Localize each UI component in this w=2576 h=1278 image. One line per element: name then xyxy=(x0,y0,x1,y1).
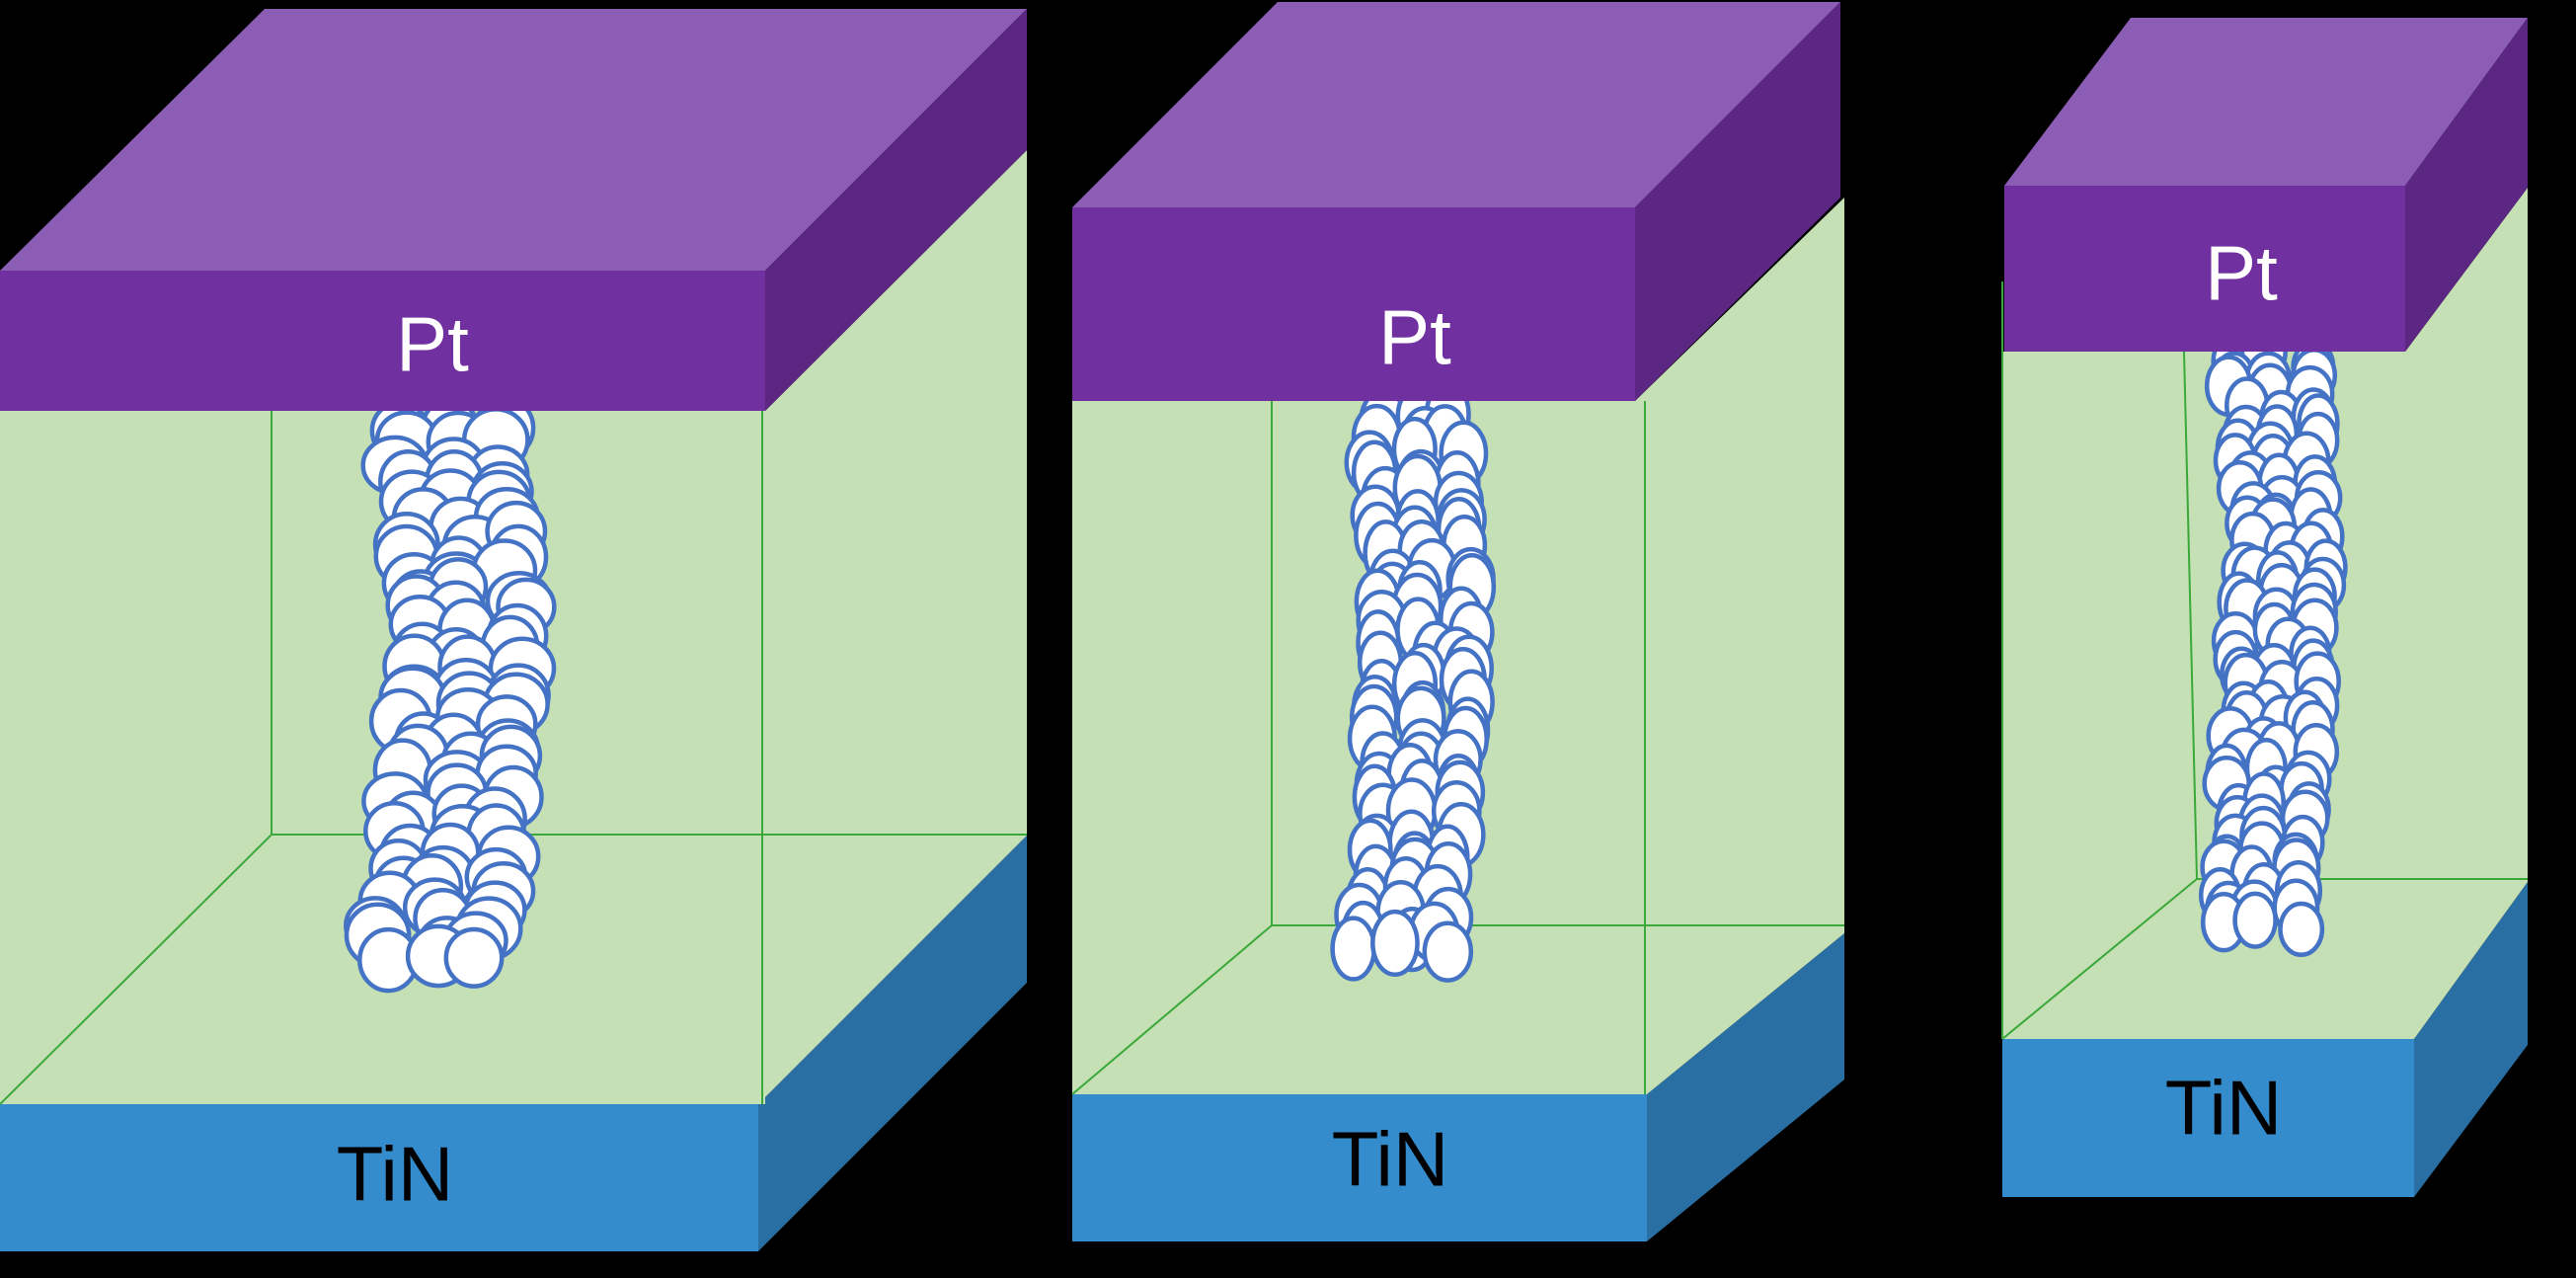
pt-front-face-1 xyxy=(0,271,765,411)
pt-label-2: Pt xyxy=(1378,294,1451,381)
tin-front-face-3 xyxy=(2002,1039,2414,1197)
oxygen-vacancy xyxy=(1370,909,1420,977)
tin-label-3: TiN xyxy=(2165,1065,2282,1152)
pt-side-face-3 xyxy=(2405,18,2528,352)
pt-side-face-1 xyxy=(765,9,1027,411)
pt-top-face-2 xyxy=(1072,2,1840,207)
tin-side-face-3 xyxy=(2414,882,2528,1197)
oxygen-vacancy xyxy=(2278,901,2325,958)
oxide-side-face-1 xyxy=(758,150,1027,1104)
device-cell-1: Pt TiN xyxy=(0,9,1027,1251)
device-cell-3: Pt TiN xyxy=(2001,18,2528,1197)
device-cell-2: Pt TiN xyxy=(1071,2,1844,1241)
filament-3 xyxy=(2198,322,2348,958)
oxygen-vacancy xyxy=(1330,916,1377,982)
oxide-side-face-3 xyxy=(2405,188,2528,1039)
oxygen-vacancy xyxy=(1422,920,1474,983)
filament-1 xyxy=(344,395,557,994)
oxygen-vacancy xyxy=(2232,891,2278,949)
tin-label-2: TiN xyxy=(1332,1116,1448,1203)
tin-side-face-2 xyxy=(1647,933,1844,1241)
oxide-back-edge-v-3 xyxy=(2183,351,2198,880)
oxide-back-edge-d-3 xyxy=(2001,878,2198,1040)
pt-top-face-3 xyxy=(2004,18,2528,186)
pt-label-3: Pt xyxy=(2205,230,2278,317)
tin-front-face-1 xyxy=(0,1104,758,1251)
pt-top-face-1 xyxy=(0,9,1027,271)
tin-side-face-1 xyxy=(758,836,1027,1251)
pt-label-1: Pt xyxy=(396,301,469,388)
pt-front-face-2 xyxy=(1072,207,1635,401)
tin-label-1: TiN xyxy=(337,1131,453,1218)
oxide-back-edge-d-1 xyxy=(0,834,273,1105)
pt-front-face-3 xyxy=(2004,186,2405,352)
oxide-side-face-2 xyxy=(1635,198,1844,1094)
filament-2 xyxy=(1330,380,1497,983)
tin-front-face-2 xyxy=(1072,1094,1647,1241)
oxide-back-edge-d-2 xyxy=(1071,924,1273,1095)
oxygen-vacancy xyxy=(443,926,505,989)
pt-side-face-2 xyxy=(1635,2,1840,401)
